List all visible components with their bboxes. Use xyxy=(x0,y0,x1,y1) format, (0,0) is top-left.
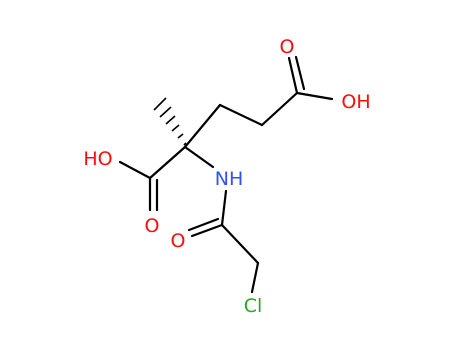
bond-c6-o-double-a xyxy=(190,223,224,238)
atom-cl: Cl xyxy=(244,295,263,317)
bond-c2-c3 xyxy=(183,103,222,149)
atom-o-acid: O xyxy=(145,215,160,237)
bond-c5-o-double-b xyxy=(294,55,306,91)
bond-c1-ho xyxy=(118,160,152,180)
atom-oh-right: OH xyxy=(341,91,370,113)
atom-nh: NH xyxy=(215,168,244,190)
bond-c2-n xyxy=(183,145,215,169)
bond-c4-c5 xyxy=(260,91,299,127)
bond-c6-c7 xyxy=(220,223,260,265)
bond-c6-o-double-b xyxy=(187,217,220,232)
bond-c5-oh xyxy=(295,91,334,101)
atom-o-top: O xyxy=(280,36,295,58)
bond-n-c6 xyxy=(220,189,228,227)
bond-c2-c1 xyxy=(148,145,187,180)
hashed-wedge-methyl xyxy=(153,97,187,146)
atom-labels: O OH HO O NH O Cl xyxy=(83,36,370,317)
bonds xyxy=(118,55,334,294)
bond-c7-cl xyxy=(250,261,260,294)
atom-o-amide: O xyxy=(171,230,186,252)
bond-c3-c4 xyxy=(218,103,264,127)
atom-ho-left: HO xyxy=(83,148,112,170)
bond-c5-o-double-a xyxy=(287,56,299,95)
